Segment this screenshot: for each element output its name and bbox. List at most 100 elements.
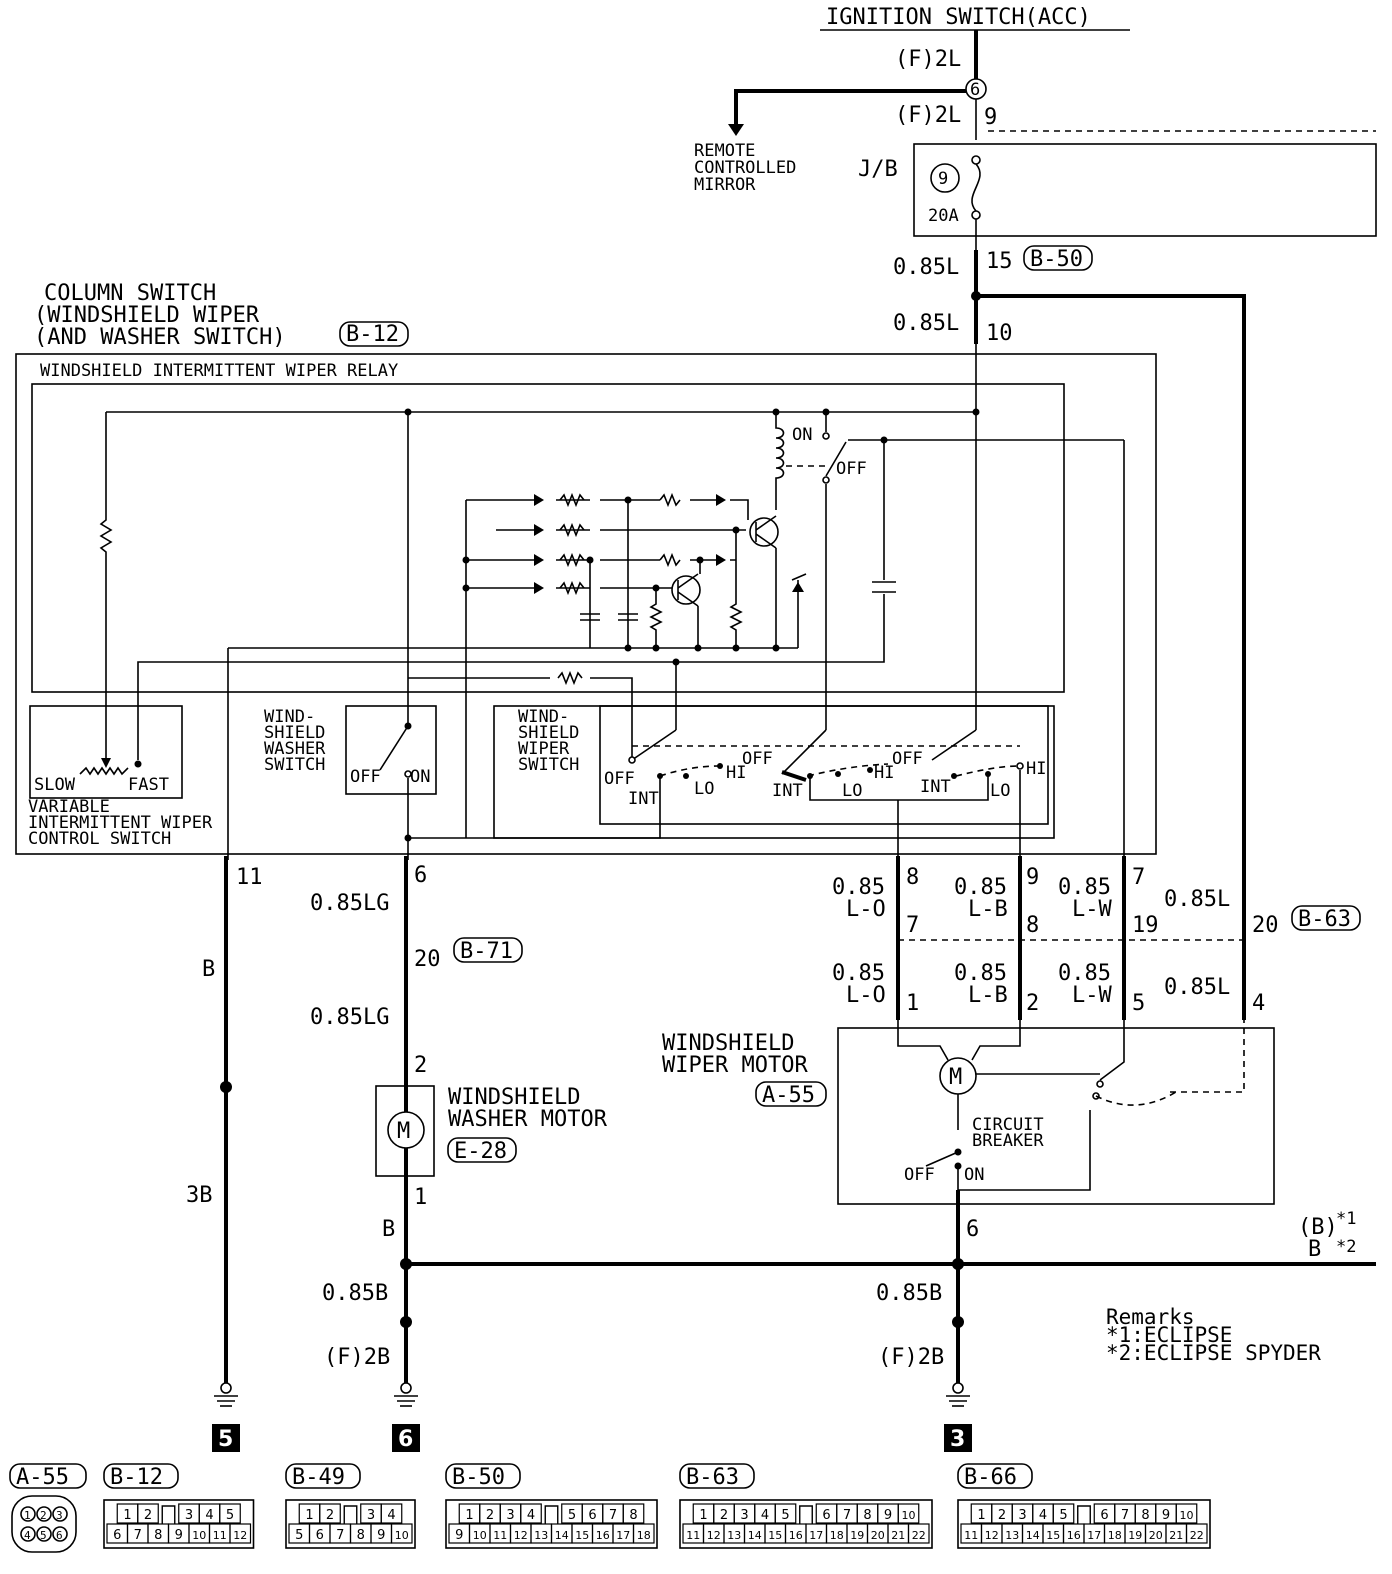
conn-pin-label: 4 [205,1508,213,1523]
ground-5: 5 [218,1427,233,1452]
conn-pin-label: 13 [534,1529,548,1542]
svg-text:5: 5 [40,1529,47,1542]
var-fast: FAST [128,775,169,795]
conn-id: B-66 [964,1465,1017,1490]
svg-text:2: 2 [40,1509,47,1522]
svg-text:3: 3 [56,1509,63,1522]
pin-7: 7 [1132,865,1145,890]
note-b: B [1308,1237,1321,1262]
pin-1-washer: 1 [414,1185,427,1210]
conn-pin-label: 4 [1039,1508,1047,1523]
column-line1: COLUMN SWITCH [44,281,216,306]
svg-text:6: 6 [56,1529,63,1542]
relay-contact [825,441,847,477]
junction-block [913,143,1377,237]
wire-085l-r1: 0.85L [1164,887,1230,912]
wiper-int-3: INT [920,777,951,797]
conn-tag [103,1463,179,1489]
wire-f2b: (F)2B [324,1345,390,1370]
conn-tag [679,1463,755,1489]
column-line3: (AND WASHER SWITCH) [34,325,286,350]
wire-085-lw2: 0.85 [1058,961,1111,986]
conn-pin [897,1503,920,1524]
conn-pin [632,1523,655,1544]
pin-8: 8 [906,865,919,890]
relay-row1 [466,499,749,520]
washer-contact [379,725,409,771]
conn-body [103,1499,255,1549]
pin-5: 5 [1132,991,1145,1016]
conn-pin-label: 13 [727,1529,741,1542]
conn-pin-label: 14 [748,1529,762,1542]
ground-symbol-6 [394,1382,418,1407]
ground-3: 3 [950,1427,965,1452]
wire-f2l-mid-label: (F)2L [895,103,961,128]
conn-pin-label: 18 [637,1529,651,1542]
conn-pin-label: 12 [707,1529,721,1542]
relay-coil [775,412,785,500]
b50-label: B-50 [1030,247,1083,272]
conn-pin [622,1503,645,1524]
wire-f2l-top: (F)2L [895,47,961,72]
pin-8b: 8 [1026,913,1039,938]
resistor-left [99,412,113,724]
fuse-term-top [971,155,981,165]
conn-pin-label: 8 [863,1508,871,1523]
conn-key [544,1505,559,1524]
conn-pin-label: 1 [123,1508,131,1523]
wire-085-lo2: 0.85 [832,961,885,986]
washer-motor [387,1111,425,1149]
var-line3: CONTROL SWITCH [28,829,171,849]
cb-on: ON [964,1165,984,1185]
conn-pin [319,1503,341,1524]
conn-pin-label: 21 [1169,1529,1183,1542]
var-line2: INTERMITTENT WIPER [28,813,213,833]
wire-lb-label: L-B [968,897,1008,922]
conn-pin-label: 9 [377,1528,385,1543]
conn-key [799,1505,813,1524]
mirror-line2: CONTROLLED [694,158,796,178]
pin-4: 4 [1252,991,1265,1016]
wiper-sw-2: SHIELD [518,723,579,743]
fuse-amp: 20A [928,206,959,226]
washer-motor-2: WASHER MOTOR [448,1107,608,1132]
conn-pin-label: 1 [305,1508,313,1523]
wire-b: B [202,957,215,982]
b12-tag [339,321,409,347]
wire-085l-right [976,294,1246,936]
note-star2: *2 [1336,1237,1356,1257]
conn-pin-label: 10 [902,1509,916,1522]
conn-pin-label: 6 [588,1508,596,1523]
wiper-off: OFF [604,769,635,789]
note-star1: *1 [1336,1209,1356,1229]
conn-pin-label: 3 [1018,1508,1026,1523]
conn-pin-label: 1 [465,1508,473,1523]
transistor-2 [671,575,701,605]
conn-id: B-50 [452,1465,505,1490]
conn-pin-label: 21 [891,1529,905,1542]
conn-pin-label: 9 [175,1528,183,1543]
conn-pin-label: 7 [134,1528,142,1543]
conn-pin-label: 6 [1100,1508,1108,1523]
conn-pin [390,1523,413,1544]
conn-pin-label: 14 [555,1529,569,1542]
wire-b-washer: B [382,1217,395,1242]
remarks-1: *1:ECLIPSE [1106,1323,1232,1347]
washer-motor-m-icon: M [397,1119,410,1144]
pin-6: 6 [414,863,427,888]
conn-pin-label: 20 [1149,1529,1163,1542]
conn-pin-label: 15 [575,1529,589,1542]
var-slow: SLOW [34,775,76,795]
conn-pin-label: 11 [493,1529,507,1542]
wiper-motor-2: WIPER MOTOR [662,1053,808,1078]
pin-15: 15 [986,249,1013,274]
wiper-motor-1: WINDSHIELD [662,1031,794,1056]
cb-off: OFF [904,1165,935,1185]
mirror-arrow [728,124,744,136]
mirror-line3: MIRROR [694,175,756,195]
column-switch-box [15,353,1157,855]
conn-pin-label: 5 [568,1508,576,1523]
wiper-lo-3: LO [990,781,1010,801]
conn-pin-label: 6 [316,1528,324,1543]
pin-2: 2 [1026,991,1039,1016]
